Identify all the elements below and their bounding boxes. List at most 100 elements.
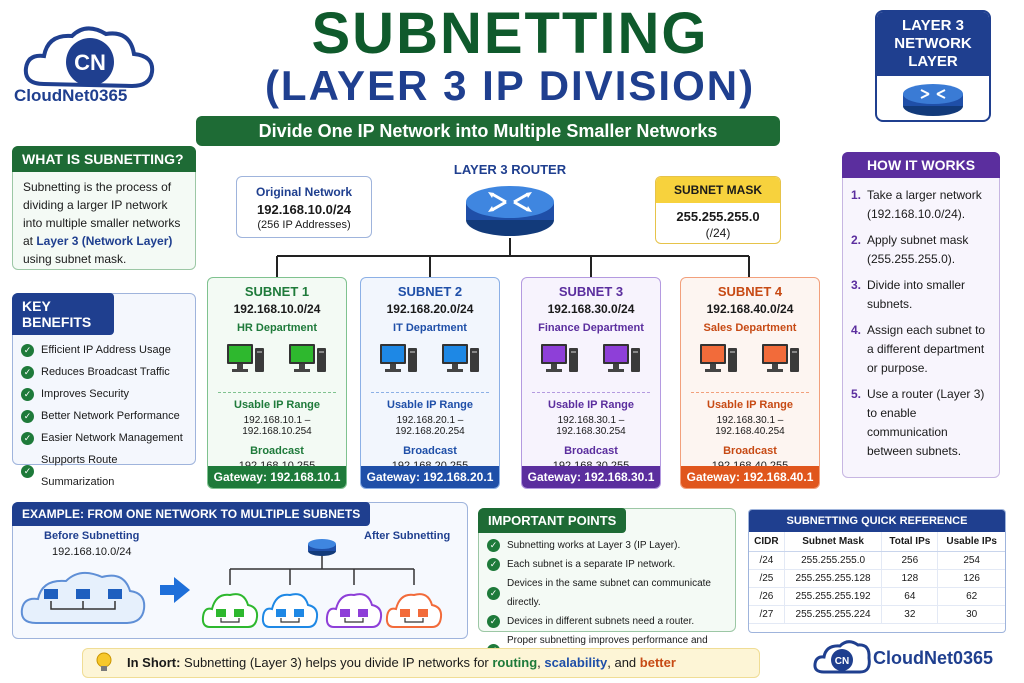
mini-router-icon	[308, 539, 336, 556]
how-step: 5.Use a router (Layer 3) to enable commu…	[851, 385, 991, 461]
subnet-mask-box: SUBNET MASK 255.255.255.0 (/24)	[655, 176, 781, 244]
benefit-item: ✓Supports Route Summarization	[21, 449, 187, 493]
how-step: 2.Apply subnet mask (255.255.255.0).	[851, 231, 991, 269]
benefit-text: Efficient IP Address Usage	[41, 344, 171, 356]
logo-initials: CN	[74, 50, 106, 75]
divider	[691, 392, 809, 393]
how-title: HOW IT WORKS	[842, 152, 1000, 178]
divider	[371, 392, 489, 393]
range-label: Usable IP Range	[234, 399, 320, 411]
desktop-computer-icon	[603, 344, 640, 372]
benefits-list: ✓ Efficient IP Address Usage ✓ Reduces Broa…	[13, 335, 195, 497]
step-text: Use a router (Layer 3) to enable communi…	[867, 387, 985, 458]
subnet-department: Sales Department	[703, 322, 797, 334]
table-cell: 255.255.255.224	[783, 605, 882, 624]
reference-title: SUBNETTING QUICK REFERENCE	[749, 510, 1005, 532]
step-text: Take a larger network (192.168.10.0/24).	[867, 188, 982, 221]
benefit-text: Improves Security	[41, 388, 130, 400]
how-steps: 1. Take a larger network (192.168.10.0/24…	[843, 178, 999, 476]
before-cloud	[20, 571, 146, 624]
cloudnet-logo-footer: CN	[813, 640, 871, 674]
check-icon: ✓	[21, 464, 34, 478]
subnet-name: SUBNET 4	[717, 284, 783, 299]
subnet-cloud-2	[261, 593, 319, 628]
check-icon: ✓	[21, 365, 34, 379]
mask-title: SUBNET MASK	[656, 177, 780, 203]
desktop-computer-icon	[442, 344, 479, 372]
table-cell: 64	[881, 587, 938, 606]
router-label: LAYER 3 ROUTER	[453, 162, 567, 177]
step-number: 1.	[851, 188, 862, 202]
gateway-bar: Gateway: 192.168.40.1	[681, 466, 819, 488]
what-title: WHAT IS SUBNETTING?	[12, 146, 196, 172]
desktop-computer-icon	[700, 344, 737, 372]
step-text: Assign each subnet to a different depart…	[867, 323, 986, 375]
subnet-computers	[208, 342, 346, 382]
page-subtitle: (LAYER 3 IP DIVISION)	[264, 62, 756, 109]
page-title: SUBNETTING	[311, 1, 709, 66]
table-cell: 62	[937, 587, 1005, 606]
original-title: Original Network	[255, 185, 353, 199]
table-cell: 30	[937, 605, 1005, 624]
subnet-name: SUBNET 3	[558, 284, 624, 299]
benefit-item: ✓Easier Network Management	[21, 427, 187, 449]
range-label: Usable IP Range	[707, 399, 793, 411]
points-title: IMPORTANT POINTS	[478, 508, 627, 533]
benefit-text: Reduces Broadcast Traffic	[41, 366, 170, 378]
subnet-network: 192.168.20.0/24	[386, 302, 474, 316]
step-number: 4.	[851, 323, 862, 337]
subnet-computers	[522, 342, 660, 382]
how-it-works-panel: HOW IT WORKS 1. Take a larger network (19…	[842, 152, 1000, 478]
arrow-icon	[160, 577, 190, 603]
how-step: 1. Take a larger network (192.168.10.0/24…	[851, 186, 991, 224]
check-icon: ✓	[487, 539, 500, 552]
broadcast-label: Broadcast	[564, 445, 618, 457]
what-text-2: using subnet mask.	[23, 252, 127, 266]
what-highlight: Layer 3 (Network Layer)	[36, 234, 173, 248]
table-cell: 126	[937, 569, 1005, 588]
subnet-cloud-1	[201, 593, 259, 628]
column-header: CIDR	[749, 532, 785, 552]
check-icon: ✓	[21, 387, 34, 401]
table-cell: 128	[881, 569, 938, 588]
original-count: (256 IP Addresses)	[257, 219, 351, 231]
summary-word-scalability: scalability	[544, 655, 608, 670]
desktop-computer-icon	[541, 344, 578, 372]
layer3-badge-label: LAYER 3 NETWORK LAYER	[877, 12, 989, 76]
subnet-cloud-4	[385, 593, 443, 628]
summary-text: Subnetting (Layer 3) helps you divide IP…	[180, 655, 493, 670]
table-cell: /27	[749, 605, 785, 624]
table-cell: 255.255.255.128	[783, 569, 882, 588]
step-text: Divide into smaller subnets.	[867, 278, 966, 311]
step-number: 2.	[851, 233, 862, 247]
point-item: ✓Devices in different subnets need a rou…	[487, 612, 727, 631]
check-icon: ✓	[21, 343, 34, 357]
benefit-item: ✓Better Network Performance	[21, 405, 187, 427]
original-network-box: Original Network 192.168.10.0/24 (256 IP…	[236, 176, 372, 238]
point-item: ✓Each subnet is a separate IP network.	[487, 555, 727, 574]
layer3-badge: LAYER 3 NETWORK LAYER	[875, 10, 991, 122]
mask-cidr: (/24)	[705, 226, 731, 240]
desktop-computer-icon	[227, 344, 264, 372]
important-points-panel: IMPORTANT POINTS ✓Subnetting works at La…	[478, 508, 736, 665]
lightbulb-icon	[96, 652, 112, 671]
desktop-computer-icon	[762, 344, 799, 372]
cloudnet-logo: CN	[23, 26, 155, 89]
key-benefits-panel: KEY BENEFITS ✓Efficient IP Address Usage…	[12, 293, 196, 488]
table-cell: /24	[749, 551, 785, 570]
desktop-computer-icon	[380, 344, 417, 372]
benefit-text: Better Network Performance	[41, 410, 180, 422]
check-icon: ✓	[21, 431, 34, 445]
after-label: After Subnetting	[364, 530, 451, 542]
how-step: 4. Assign each subnet to a different depa…	[851, 321, 991, 378]
broadcast-label: Broadcast	[250, 445, 304, 457]
tagline: Divide One IP Network into Multiple Smal…	[196, 116, 780, 146]
